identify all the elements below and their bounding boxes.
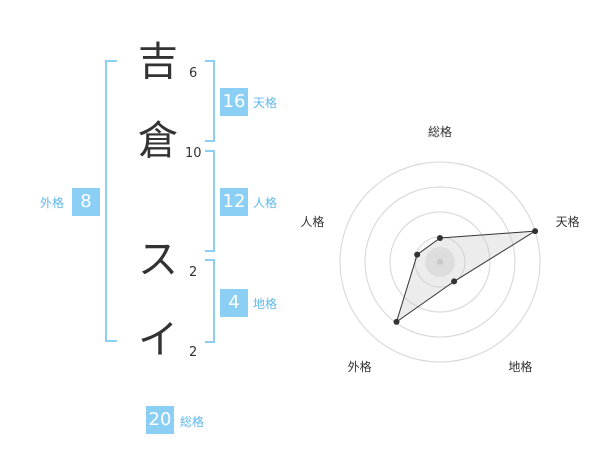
chikaku-bracket [205, 259, 215, 343]
jinkaku-value: 12 [220, 188, 248, 216]
name-char-2: 倉 [138, 118, 178, 164]
soukaku-label: 総格 [180, 415, 205, 429]
tenkaku-label: 天格 [253, 96, 278, 110]
radar-point-1 [437, 235, 443, 241]
soukaku-value: 20 [146, 406, 174, 434]
radar-axis-label-4: 外格 [348, 359, 372, 374]
radar-point-4 [393, 318, 400, 325]
radar-point-5 [414, 251, 421, 258]
radar-ring [339, 161, 541, 363]
jinkaku-label: 人格 [253, 196, 278, 210]
radar-axis-label-5: 人格 [300, 214, 324, 229]
stroke-count-1: 6 [189, 66, 198, 81]
radar-point-2 [532, 228, 539, 235]
gaikaku-bracket [105, 60, 117, 342]
radar-axis-label-1: 総格 [428, 124, 452, 139]
radar-center-dot [437, 259, 443, 265]
radar-series-area [395, 230, 536, 324]
radar-ring [364, 186, 516, 338]
chikaku-value: 4 [220, 289, 248, 317]
name-char-1: 吉 [138, 39, 178, 85]
radar-axis-label-3: 地格 [508, 359, 532, 374]
gaikaku-label: 外格 [40, 196, 65, 210]
stroke-count-2: 10 [185, 146, 202, 161]
tenkaku-bracket [205, 60, 215, 142]
gaikaku-value: 8 [72, 188, 100, 216]
radar-axis-label-2: 天格 [556, 214, 580, 229]
radar-ring [389, 211, 491, 313]
tenkaku-value: 16 [220, 88, 248, 116]
stroke-count-4: 2 [189, 345, 198, 360]
chikaku-label: 地格 [253, 297, 278, 311]
radar-point-3 [451, 278, 458, 285]
stroke-count-3: 2 [189, 265, 198, 280]
name-char-4: イ [138, 317, 178, 363]
name-char-3: ス [138, 237, 178, 283]
jinkaku-bracket [205, 150, 215, 252]
